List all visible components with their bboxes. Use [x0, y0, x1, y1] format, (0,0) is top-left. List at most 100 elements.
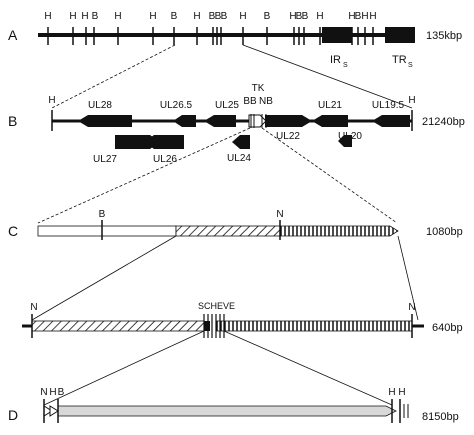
panel-c: C B N 1080bp: [8, 209, 463, 240]
irs-block: [322, 27, 352, 43]
gene-ul19-5: [372, 115, 410, 127]
svg-text:B: B: [92, 11, 99, 22]
region-c2-black: [204, 321, 210, 331]
panel-a: A H H: [8, 11, 462, 69]
site-label-c2-left: N: [30, 302, 37, 313]
gene-ul22: [265, 115, 312, 127]
panel-label-c: C: [8, 223, 18, 239]
svg-text:B: B: [209, 11, 216, 22]
panel-d: D N H B H H 8150bp: [8, 387, 459, 423]
svg-text:UL20: UL20: [338, 131, 362, 142]
size-label-c2: 640bp: [432, 322, 463, 334]
svg-text:B: B: [215, 11, 222, 22]
gene-ul26: [144, 135, 184, 149]
svg-text:B: B: [221, 11, 228, 22]
gene-ul20: [338, 135, 352, 147]
svg-text:UL25: UL25: [215, 100, 239, 111]
site-label-d-h-right2: H: [398, 387, 405, 398]
svg-text:H: H: [193, 11, 200, 22]
gene-ul26-5: [173, 115, 196, 127]
gene-ul27: [115, 135, 160, 149]
site-label-b-left: H: [48, 95, 55, 106]
svg-text:H: H: [44, 11, 51, 22]
site-label-c-n: N: [276, 209, 283, 220]
zoom-connector-ab-left: [51, 44, 176, 109]
zoom-connector-bc-left: [37, 127, 251, 224]
region-c-striped-arrow: [279, 225, 399, 237]
svg-text:H: H: [239, 11, 246, 22]
site-label-d-n: N: [40, 387, 47, 398]
site-label-c2-right: N: [408, 302, 415, 313]
region-c2-hatched: [31, 320, 205, 332]
gene-ul28: [78, 115, 132, 127]
svg-text:H: H: [316, 11, 323, 22]
svg-text:UL28: UL28: [88, 100, 112, 111]
site-label-d-h: H: [49, 387, 56, 398]
svg-text:UL26: UL26: [153, 154, 177, 165]
svg-text:H: H: [369, 11, 376, 22]
tk-label: TK: [252, 83, 265, 94]
region-d-gray-arrow: [57, 405, 397, 417]
svg-text:UL19.5: UL19.5: [372, 100, 405, 111]
trs-label: TR S: [392, 54, 413, 69]
zoom-connector-bc-right: [261, 127, 398, 224]
zoom-connector-ab-right: [242, 44, 413, 109]
panel-b: B H H UL28 UL26.5 UL25 UL21 UL19.5: [8, 83, 465, 165]
region-c-open: [37, 225, 177, 237]
tk-nb-label: NB: [259, 96, 273, 107]
region-c-hatched: [175, 225, 281, 237]
svg-text:TR: TR: [392, 54, 407, 66]
enzyme-ticks-c2: [203, 314, 225, 338]
svg-text:B: B: [264, 11, 271, 22]
size-label-a: 135kbp: [426, 30, 462, 42]
panel-label-b: B: [8, 113, 17, 129]
triangle-d-2: [49, 405, 59, 417]
svg-text:IR: IR: [330, 54, 341, 66]
svg-text:UL21: UL21: [318, 100, 342, 111]
svg-text:H: H: [289, 11, 296, 22]
svg-text:H: H: [348, 11, 355, 22]
site-ticks-a: [47, 27, 374, 45]
trs-block: [385, 27, 415, 43]
zoom-connector-cc2-left: [31, 235, 177, 321]
svg-text:B: B: [355, 11, 362, 22]
size-label-b: 21240bp: [422, 116, 465, 128]
site-labels-a: H H H B H H B H B B B H B H B B H H B H …: [44, 11, 376, 22]
region-c2-striped: [215, 320, 413, 332]
svg-text:H: H: [69, 11, 76, 22]
svg-text:S: S: [343, 62, 348, 69]
zoom-connector-c2d-right: [223, 330, 393, 406]
svg-text:H: H: [361, 11, 368, 22]
enzyme-label-c2: SCHEVE: [198, 301, 235, 311]
svg-text:H: H: [114, 11, 121, 22]
svg-text:UL22: UL22: [276, 131, 300, 142]
irs-label: IR S: [330, 54, 348, 69]
svg-text:B: B: [302, 11, 309, 22]
site-label-c-b: B: [99, 209, 106, 220]
size-label-d: 8150bp: [422, 411, 459, 423]
svg-text:B: B: [296, 11, 303, 22]
site-label-b-right: H: [408, 95, 415, 106]
gene-labels-b: UL28 UL26.5 UL25 UL21 UL19.5 UL27 UL26 U…: [88, 100, 405, 165]
zoom-connector-c2d-left: [43, 330, 205, 406]
site-label-d-h-right1: H: [388, 387, 395, 398]
panel-label-d: D: [8, 407, 18, 423]
gene-ul25: [204, 115, 236, 127]
tk-bb-label: BB: [243, 96, 257, 107]
svg-text:UL27: UL27: [93, 154, 117, 165]
svg-text:H: H: [149, 11, 156, 22]
svg-text:H: H: [81, 11, 88, 22]
svg-text:UL26.5: UL26.5: [160, 100, 193, 111]
gene-tk: [248, 114, 267, 128]
zoom-connector-cc2-right: [397, 235, 419, 321]
panel-c2: N N SCHEVE 640bp: [22, 301, 463, 338]
svg-text:S: S: [408, 62, 413, 69]
gene-ul21: [312, 115, 348, 127]
gene-ul24: [232, 135, 250, 149]
panel-label-a: A: [8, 27, 18, 43]
svg-text:UL24: UL24: [227, 153, 251, 164]
svg-text:B: B: [171, 11, 178, 22]
size-label-c: 1080bp: [426, 226, 463, 238]
site-label-d-b: B: [58, 387, 65, 398]
